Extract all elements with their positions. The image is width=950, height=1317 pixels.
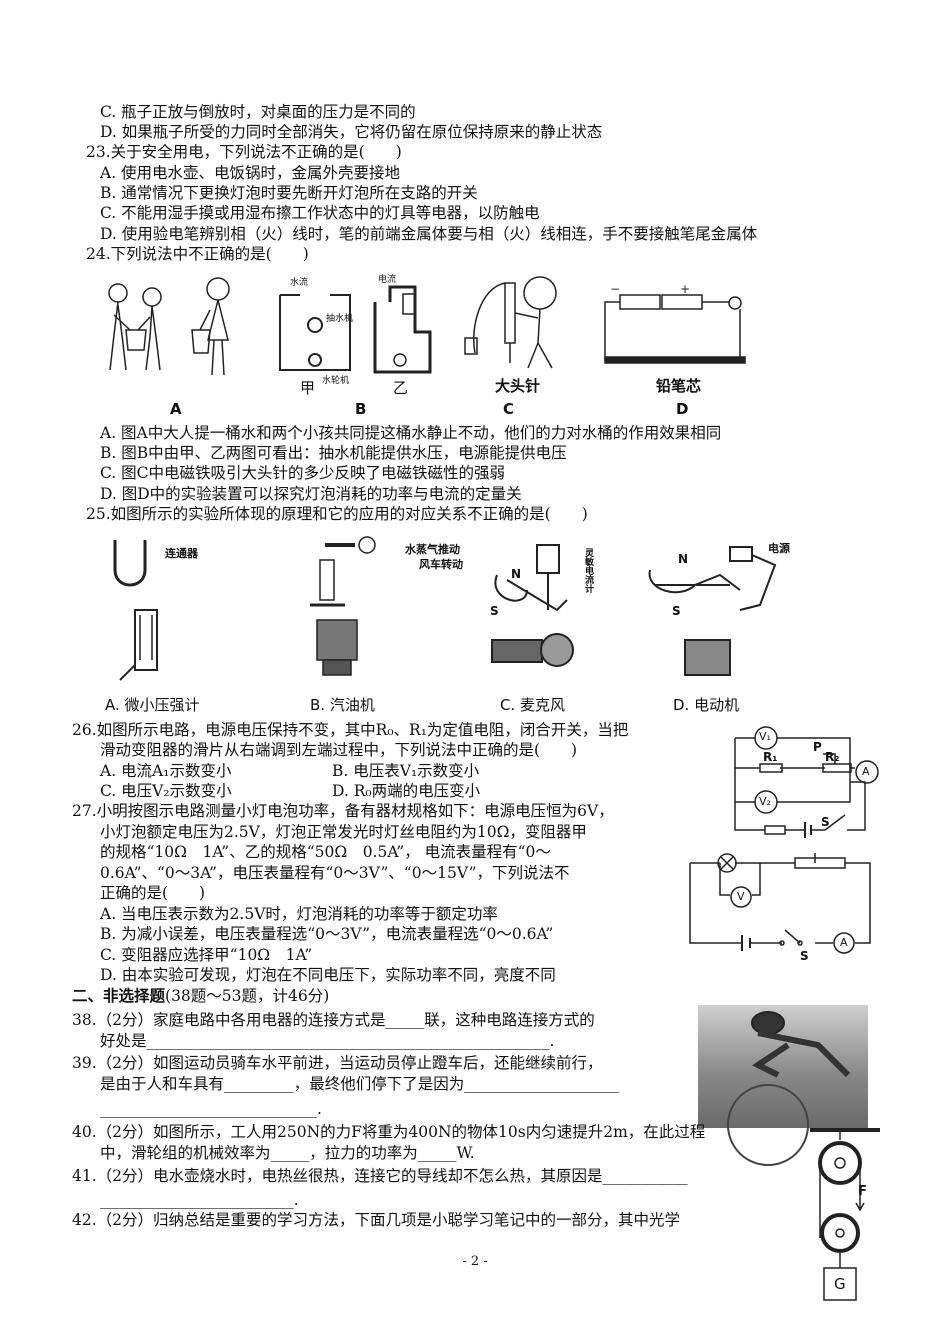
- section-2-title: 二、非选择题: [72, 986, 166, 1005]
- q27-stem-line4: 0.6A”、“0～3A”，电压表量程有“0～3V”、“0～15V”，下列说法不: [100, 864, 570, 882]
- q24-option-c: C. 图C中电磁铁吸引大头针的多少反映了电磁铁磁性的强弱: [100, 464, 506, 482]
- caption-power-source: 电源: [768, 542, 790, 555]
- label-s2: S: [672, 604, 681, 618]
- figure-label-a: A: [170, 400, 182, 418]
- q25-option-b: B. 汽油机: [310, 696, 375, 714]
- q27-option-c: C. 变阻器应选择甲“10Ω 1A”: [100, 946, 313, 964]
- label-yi: 乙: [393, 379, 409, 397]
- q24-option-d: D. 图D中的实验装置可以探究灯泡消耗的功率与电流的定量关: [100, 485, 522, 503]
- section-2-note: (38题～53题，计46分): [165, 987, 330, 1005]
- caption-galvanometer: 灵敏电流计: [583, 548, 593, 593]
- label-s: S: [800, 949, 809, 963]
- q27-stem-line3: 的规格“10Ω 1A”、乙的规格“50Ω 0.5A”， 电流表量程有“0～: [100, 843, 551, 861]
- q23-option-c: C. 不能用湿手摸或用湿布擦工作状态中的灯具等电器，以防触电: [100, 204, 540, 222]
- caption-steam: 水蒸气推动: [405, 543, 460, 556]
- q26-circuit-diagram: V₁ P R₁ R₂ A V₂ S: [734, 720, 885, 838]
- q25-stem: 25.如图所示的实验所体现的原理和它的应用的对应关系不正确的是( ): [86, 505, 588, 523]
- label-v2: V₂: [759, 795, 771, 808]
- label-s: S: [821, 815, 830, 829]
- q26-option-b: B. 电压表V₁示数变小: [332, 762, 480, 780]
- q23-option-a: A. 使用电水壶、电饭锅时，金属外壳要接地: [100, 164, 401, 182]
- figure-25c-generator-microphone: [487, 540, 587, 685]
- q23-option-b: B. 通常情况下更换灯泡时要先断开灯泡所在支路的开关: [100, 184, 478, 202]
- svg-text:+: +: [680, 282, 690, 296]
- q40-line2: 中，滑轮组的机械效率为_____，拉力的功率为_____W.: [100, 1144, 475, 1162]
- figure-b-water-circuit: 水流 抽水机 水轮机: [270, 275, 365, 386]
- q27-stem-line5: 正确的是( ): [100, 884, 206, 902]
- q40-line1: 40.（2分）如图所示，工人用250N的力F将重为400N的物体10s内匀速提升…: [72, 1123, 706, 1141]
- q41-line2: _________________________.: [100, 1191, 299, 1209]
- label-water-flow: 水流: [290, 278, 309, 288]
- svg-text:−: −: [610, 282, 620, 296]
- figure-25a-connector-manometer: [100, 535, 190, 685]
- figure-d-pencil-lead-circuit: −+: [600, 282, 750, 375]
- pulley-system-diagram: F G: [810, 1128, 880, 1313]
- caption-connector: 连通器: [165, 547, 198, 560]
- label-a: A: [862, 765, 870, 778]
- q26-option-d: D. R₀两端的电压变小: [332, 782, 481, 800]
- q26-option-c: C. 电压V₂示数变小: [100, 782, 232, 800]
- q24-option-b: B. 图B中由甲、乙两图可看出：抽水机能提供水压，电源能提供电压: [100, 444, 567, 462]
- q26-stem-line1: 26.如图所示电路，电源电压保持不变，其中R₀、R₁为定值电阻，闭合开关，当把: [72, 721, 629, 739]
- label-p: P: [813, 740, 822, 754]
- q39-line3: ____________________________.: [100, 1100, 322, 1118]
- q41-line1: 41.（2分）电水壶烧水时，电热丝很热，连接它的导线却不怎么热，其原因是____…: [72, 1167, 688, 1185]
- label-current: 电流: [378, 275, 397, 285]
- page-number: - 2 -: [462, 1254, 488, 1269]
- q27-option-d: D. 由本实验可发现，灯泡在不同电压下，实际功率不同，亮度不同: [100, 966, 556, 984]
- figure-25d-motor: [640, 545, 790, 676]
- q26-stem-line2: 滑动变阻器的滑片从右端调到左端过程中，下列说法中正确的是( ): [100, 741, 578, 759]
- q22-option-d: D. 如果瓶子所受的力同时全部消失，它将仍留在原位保持原来的静止状态: [100, 123, 603, 141]
- q38-line1: 38.（2分）家庭电路中各用电器的连接方式是_____联，这种电路连接方式的: [72, 1011, 595, 1029]
- cyclist-photo: [698, 1005, 868, 1166]
- label-v: V: [737, 890, 745, 903]
- q25-option-c: C. 麦克风: [500, 696, 566, 714]
- q26-option-a: A. 电流A₁示数变小: [100, 762, 232, 780]
- q27-stem-line1: 27.小明按图示电路测量小灯电泡功率，备有器材规格如下：电源电压恒为6V，: [72, 802, 614, 820]
- q27-option-b: B. 为减小误差，电压表量程选“0～3V”，电流表量程选“0～0.6A”: [100, 925, 554, 943]
- section-2-heading: 二、非选择题(38题～53题，计46分): [72, 986, 329, 1006]
- label-r2: R₂: [825, 750, 840, 764]
- q42-line1: 42.（2分）归纳总结是重要的学习方法，下面几项是小聪学习笔记中的一部分，其中光…: [72, 1211, 681, 1229]
- q23-option-d: D. 使用验电笔辨别相（火）线时，笔的前端金属体要与相（火）线相连，手不要接触笔…: [100, 225, 758, 243]
- label-a: A: [840, 936, 848, 949]
- q22-option-c: C. 瓶子正放与倒放时，对桌面的压力是不同的: [100, 103, 416, 121]
- label-force-f: F: [858, 1184, 867, 1199]
- figure-label-d: D: [676, 400, 689, 418]
- q24-stem: 24.下列说法中不正确的是( ): [86, 245, 309, 263]
- caption-pencil-lead: 铅笔芯: [656, 377, 702, 395]
- figure-b-electric-circuit: 电流: [370, 272, 440, 382]
- q27-circuit-diagram: V A S: [689, 845, 875, 963]
- label-n1: N: [511, 567, 522, 581]
- q25-option-a: A. 微小压强计: [105, 696, 200, 714]
- figure-25b-steam-engine: [305, 535, 385, 685]
- figure-label-b: B: [355, 400, 367, 418]
- label-v1: V₁: [759, 730, 771, 743]
- q24-option-a: A. 图A中大人提一桶水和两个小孩共同提这桶水静止不动，他们的力对水桶的作用效果…: [100, 424, 722, 442]
- q39-line1: 39.（2分）如图运动员骑车水平前进，当运动员停止蹬车后，还能继续前行，: [72, 1054, 603, 1072]
- label-n2: N: [678, 552, 689, 566]
- q23-stem: 23.关于安全用电，下列说法不正确的是( ): [86, 143, 402, 161]
- label-pump: 抽水机: [326, 314, 354, 324]
- label-s1: S: [490, 604, 499, 618]
- figure-c-electromagnet: [460, 268, 580, 373]
- label-jia: 甲: [300, 379, 316, 397]
- q38-line2: 好处是_____________________________________…: [100, 1032, 555, 1050]
- figure-a-people-lifting-bucket: [100, 275, 260, 385]
- q27-option-a: A. 当电压表示数为2.5V时，灯泡消耗的功率等于额定功率: [100, 905, 498, 923]
- q27-stem-line2: 小灯泡额定电压为2.5V，灯泡正常发光时灯丝电阻约为10Ω，变阻器甲: [100, 823, 587, 841]
- label-weight-g: G: [834, 1275, 846, 1293]
- caption-windmill: 风车转动: [419, 558, 463, 571]
- figure-label-c: C: [503, 400, 515, 418]
- label-turbine: 水轮机: [322, 376, 350, 386]
- q25-option-d: D. 电动机: [673, 696, 740, 714]
- caption-pins: 大头针: [495, 377, 541, 395]
- label-r1: R₁: [763, 750, 778, 764]
- q39-line2: 是由于人和车具有_________，最终他们停下了是因为____________…: [100, 1075, 620, 1093]
